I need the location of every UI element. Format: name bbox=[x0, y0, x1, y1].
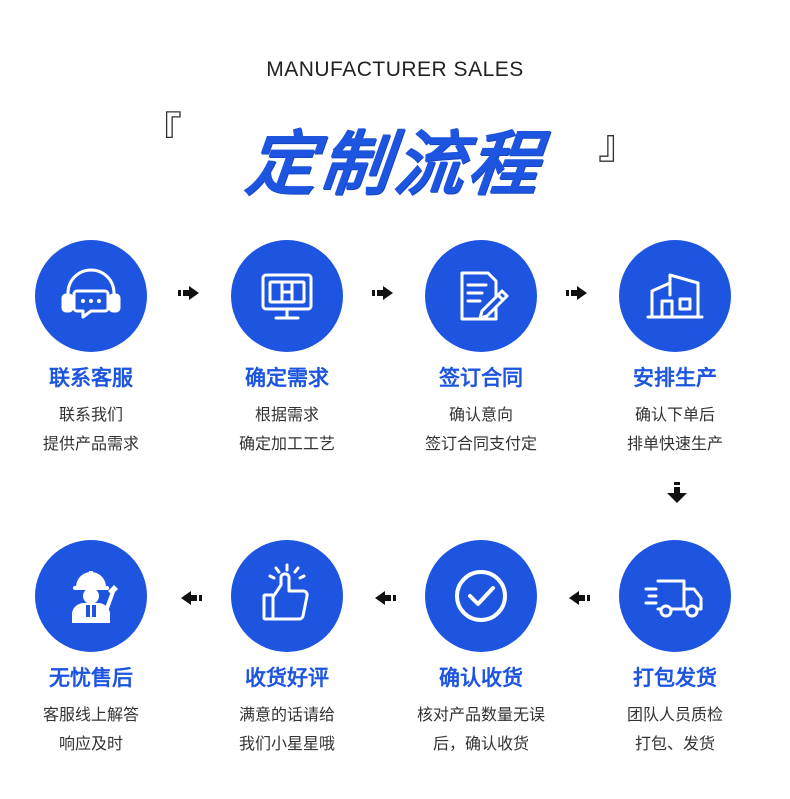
step-title: 安排生产 bbox=[633, 366, 717, 390]
factory-icon bbox=[619, 240, 731, 352]
step-desc-line: 客服线上解答 bbox=[42, 705, 139, 724]
arrow-right-icon bbox=[372, 285, 394, 301]
page-title: 定制流程 bbox=[242, 123, 547, 205]
bracket-right: 』 bbox=[598, 122, 638, 168]
step-desc-line: 根据需求 bbox=[254, 405, 319, 424]
check-circle-icon bbox=[425, 540, 537, 652]
step-title: 签订合同 bbox=[439, 366, 523, 390]
step-desc-line: 联系我们 bbox=[58, 405, 123, 424]
arrow-down-icon bbox=[666, 482, 688, 504]
step-desc-line: 打包、发货 bbox=[634, 734, 715, 753]
step-desc-line: 确认意向 bbox=[448, 405, 513, 424]
step-desc-line: 团队人员质检 bbox=[626, 705, 723, 724]
step-title: 确认收货 bbox=[439, 666, 523, 690]
step-description: 确认下单后 排单快速生产 bbox=[580, 400, 770, 458]
step-description: 确认意向 签订合同支付定 bbox=[386, 400, 576, 458]
arrow-right-icon bbox=[566, 285, 588, 301]
step-desc-line: 提供产品需求 bbox=[42, 434, 139, 453]
step-desc-line: 排单快速生产 bbox=[626, 434, 723, 453]
worker-icon bbox=[35, 540, 147, 652]
step-desc-line: 确认下单后 bbox=[634, 405, 715, 424]
headset-chat-icon bbox=[35, 240, 147, 352]
arrow-left-icon bbox=[374, 590, 396, 606]
step-description: 客服线上解答 响应及时 bbox=[0, 700, 186, 758]
step-description: 根据需求 确定加工工艺 bbox=[192, 400, 382, 458]
step-description: 团队人员质检 打包、发货 bbox=[580, 700, 770, 758]
step-description: 核对产品数量无误 后，确认收货 bbox=[386, 700, 576, 758]
step-desc-line: 核对产品数量无误 bbox=[416, 705, 545, 724]
step-title: 收货好评 bbox=[245, 666, 329, 690]
step-title: 打包发货 bbox=[633, 666, 717, 690]
step-description: 联系我们 提供产品需求 bbox=[0, 400, 186, 458]
step-description: 满意的话请给 我们小星星哦 bbox=[192, 700, 382, 758]
step-title: 确定需求 bbox=[245, 366, 329, 390]
truck-icon bbox=[619, 540, 731, 652]
step-desc-line: 响应及时 bbox=[58, 734, 123, 753]
contract-pen-icon bbox=[425, 240, 537, 352]
step-title: 联系客服 bbox=[49, 366, 133, 390]
thumbs-up-icon bbox=[231, 540, 343, 652]
arrow-right-icon bbox=[178, 285, 200, 301]
step-title: 无忧售后 bbox=[49, 666, 133, 690]
arrow-left-icon bbox=[180, 590, 202, 606]
step-desc-line: 确定加工工艺 bbox=[238, 434, 335, 453]
bracket-left: 『 bbox=[142, 109, 182, 155]
subtitle: MANUFACTURER SALES bbox=[266, 58, 524, 81]
step-desc-line: 我们小星星哦 bbox=[238, 734, 335, 753]
step-desc-line: 后，确认收货 bbox=[432, 734, 529, 753]
monitor-icon bbox=[231, 240, 343, 352]
arrow-left-icon bbox=[568, 590, 590, 606]
step-desc-line: 签订合同支付定 bbox=[424, 434, 537, 453]
step-desc-line: 满意的话请给 bbox=[238, 705, 335, 724]
